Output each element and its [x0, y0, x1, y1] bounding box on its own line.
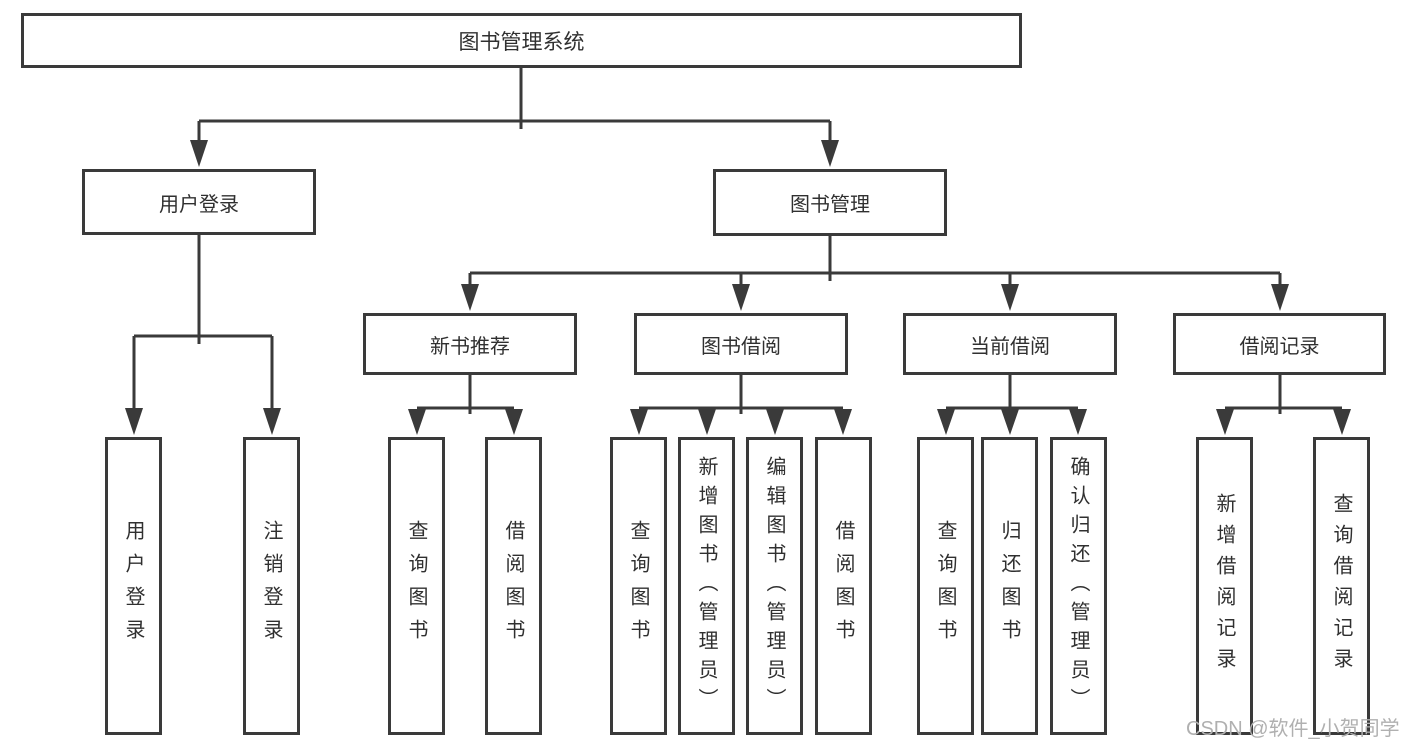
- connector-current-borrow-to-leaves: [937, 375, 1087, 435]
- leaf-logout: 注销登录: [243, 437, 300, 735]
- leaf-borrow-edit-books-admin: 编辑图书（管理员）: [746, 437, 803, 735]
- leaf-newbooks-borrow-books: 借阅图书: [485, 437, 542, 735]
- leaf-borrow-query-books: 查询图书: [610, 437, 667, 735]
- connector-user-login-to-leaves: [125, 234, 281, 435]
- connector-new-books-to-leaves: [408, 375, 523, 435]
- leaf-records-query-record: 查询借阅记录: [1313, 437, 1370, 735]
- node-book-borrow: 图书借阅: [634, 313, 848, 375]
- leaf-records-add-record: 新增借阅记录: [1196, 437, 1253, 735]
- leaf-user-login: 用户登录: [105, 437, 162, 735]
- leaf-borrow-borrow-books: 借阅图书: [815, 437, 872, 735]
- watermark: CSDN @软件_小贺同学: [1186, 718, 1400, 740]
- leaf-current-query-books: 查询图书: [917, 437, 974, 735]
- connector-borrow-records-to-leaves: [1216, 375, 1351, 435]
- leaf-current-return-books: 归还图书: [981, 437, 1038, 735]
- leaf-borrow-add-books-admin: 新增图书（管理员）: [678, 437, 735, 735]
- node-borrow-records: 借阅记录: [1173, 313, 1386, 375]
- node-book-mgmt: 图书管理: [713, 169, 947, 236]
- node-current-borrow: 当前借阅: [903, 313, 1117, 375]
- node-new-books: 新书推荐: [363, 313, 577, 375]
- node-root: 图书管理系统: [21, 13, 1022, 68]
- leaf-current-confirm-return-admin: 确认归还（管理员）: [1050, 437, 1107, 735]
- connector-book-borrow-to-leaves: [630, 375, 852, 435]
- connector-book-mgmt-to-level3: [461, 236, 1289, 311]
- node-user-login: 用户登录: [82, 169, 316, 235]
- connector-root-to-level2: [190, 68, 839, 167]
- leaf-newbooks-query-books: 查询图书: [388, 437, 445, 735]
